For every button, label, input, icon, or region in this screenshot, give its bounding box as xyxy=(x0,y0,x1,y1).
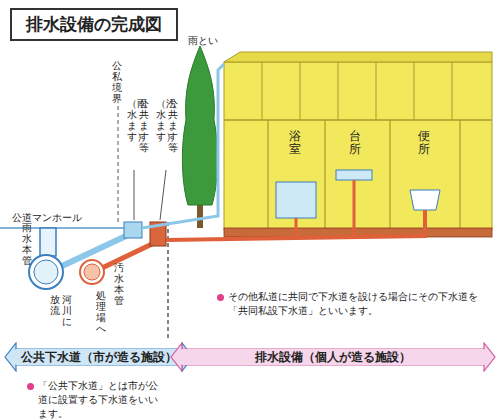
arrow-band: 公共下水道（市が造る施設） xyxy=(4,342,194,372)
boundary-leader xyxy=(118,106,119,222)
drain-pipe xyxy=(166,210,425,240)
tree xyxy=(182,46,217,205)
main-label: 汚水本管 xyxy=(114,262,124,306)
toilet xyxy=(410,190,440,210)
rain-main xyxy=(29,255,63,289)
sewage-main xyxy=(80,260,104,284)
downspout xyxy=(142,64,224,228)
outlet-label: 河川に xyxy=(62,294,72,327)
band-text: 排水設備（個人が造る施設） xyxy=(170,342,496,366)
boundary-label: 公私境界 xyxy=(112,60,122,104)
gutter-label: 雨とい xyxy=(188,34,218,48)
roof-panels xyxy=(262,62,452,120)
road-surface xyxy=(0,227,124,229)
main-label: 雨水本管 xyxy=(22,222,32,266)
outlet-label: 処理場へ xyxy=(96,290,106,334)
leader-line xyxy=(134,170,135,220)
room-label: 台所 xyxy=(349,130,361,156)
room-label: 浴室 xyxy=(289,130,301,156)
room-label: 便所 xyxy=(418,130,430,156)
room-walls xyxy=(268,120,460,230)
note-text: その他私道に共同で下水道を設ける場合にその下水道を「共同私設下水道」といいます。 xyxy=(228,290,483,318)
note-bullet xyxy=(27,383,34,390)
rain-masu xyxy=(124,222,142,238)
band-outline xyxy=(5,343,193,371)
sink xyxy=(336,170,372,180)
kitchen-drain xyxy=(353,180,356,236)
note-text: 「公共下水道」とは市が公道に設置する下水道をいいます。 xyxy=(38,379,163,420)
title: 排水設備の完成図 xyxy=(10,8,178,41)
band-text: 公共下水道（市が造る施設） xyxy=(4,342,194,366)
outlet-label: 放流 xyxy=(50,294,60,316)
manhole xyxy=(40,228,56,256)
rain-main-inner xyxy=(34,260,58,284)
masu-label: 公共ます等 xyxy=(168,98,178,153)
note-bullet xyxy=(217,294,224,301)
sewage-pipe xyxy=(102,244,152,268)
arrow-band: 排水設備（個人が造る施設） xyxy=(170,342,496,372)
house xyxy=(224,62,492,230)
masu-label: （雨水ます） xyxy=(127,98,137,142)
bathtub xyxy=(276,182,316,218)
masu-label: 公共ます等 xyxy=(139,98,149,153)
sewage-main-inner xyxy=(84,264,100,280)
masu-label: （汚水ます） xyxy=(156,98,166,142)
leader-line xyxy=(160,170,166,220)
roof-edge xyxy=(224,52,492,62)
bath-drain xyxy=(295,218,298,238)
band-outline xyxy=(171,343,495,371)
